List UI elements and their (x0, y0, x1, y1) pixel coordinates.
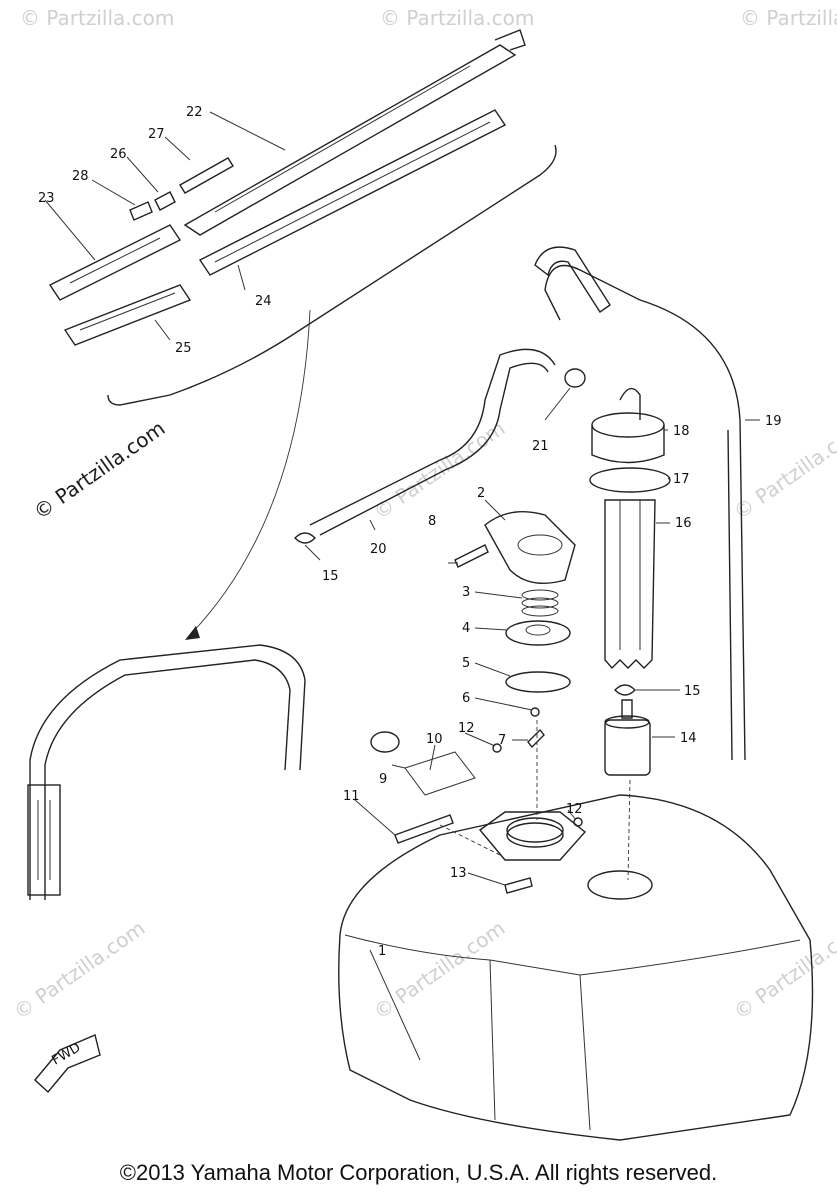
pin-7 (527, 728, 545, 749)
callout-28: 28 (72, 169, 89, 184)
watermark-text: © Partzilla.com (740, 6, 837, 30)
callout-5: 5 (462, 656, 470, 671)
callout-15-b: 15 (322, 569, 339, 584)
hose-20-edge (319, 362, 549, 536)
ring-17 (589, 467, 671, 493)
leader-line (439, 824, 501, 856)
canister-16 (604, 499, 656, 670)
strap-22 (183, 29, 526, 236)
callout-4: 4 (462, 621, 470, 636)
plate-5 (505, 671, 571, 693)
callout-25: 25 (175, 341, 192, 356)
callout-17: 17 (673, 472, 690, 487)
fwd-arrow: FWD (34, 1034, 101, 1094)
callout-6: 6 (462, 691, 470, 706)
callout-2: 2 (477, 486, 485, 501)
strap-23 (48, 224, 182, 301)
callout-3: 3 (462, 585, 470, 600)
filler-cap-9 (370, 731, 400, 753)
bolt-13 (504, 877, 533, 894)
hose-19-edge (727, 429, 733, 761)
screw-12 (492, 743, 502, 753)
strap-24 (198, 109, 507, 276)
fuel-tank-1 (338, 794, 814, 1141)
callout-1: 1 (378, 944, 386, 959)
callout-20: 20 (370, 542, 387, 557)
watermark-text: © Partzilla.com (29, 416, 169, 524)
filter-14 (604, 699, 651, 776)
loop-hose (534, 246, 611, 313)
diaphragm-4 (505, 620, 571, 646)
leader-line (627, 779, 631, 881)
watermark-text: © Partzilla.com (729, 916, 837, 1024)
pad-25 (63, 284, 192, 346)
callout-11: 11 (343, 789, 360, 804)
bolt-8 (454, 544, 489, 568)
callout-19: 19 (765, 414, 782, 429)
hose-20 (309, 348, 556, 526)
arrow-head-icon (185, 626, 200, 640)
cap-18 (591, 387, 665, 464)
bolt-11 (394, 814, 454, 844)
callout-16: 16 (675, 516, 692, 531)
watermark-text: © Partzilla.com (729, 416, 837, 524)
callout-leaders (44, 111, 760, 1061)
clamp-15-left (294, 532, 316, 544)
watermark-text: © Partzilla.com (9, 916, 149, 1024)
watermark-text: © Partzilla.com (380, 6, 534, 30)
callout-23: 23 (38, 191, 55, 206)
ring-6 (530, 707, 540, 717)
watermarks: © Partzilla.com © Partzilla.com © Partzi… (9, 6, 837, 1024)
collar-28 (129, 201, 153, 221)
clamp-21 (564, 368, 586, 388)
gasket-10 (404, 751, 476, 796)
callout-14: 14 (680, 731, 697, 746)
callout-9: 9 (379, 772, 387, 787)
callout-8: 8 (428, 514, 436, 529)
callout-12: 12 (458, 721, 475, 736)
callout-26: 26 (110, 147, 127, 162)
tank-bracket-assembly (27, 644, 306, 900)
inset-frame (107, 144, 557, 406)
spring-3 (521, 589, 559, 617)
watermark-text: © Partzilla.com (369, 916, 509, 1024)
callout-12-b: 12 (566, 802, 583, 817)
inset-arrow (189, 309, 311, 636)
callout-13: 13 (450, 866, 467, 881)
watermark-text: © Partzilla.com (369, 416, 509, 524)
callout-21: 21 (532, 439, 549, 454)
callout-7: 7 (498, 733, 506, 748)
callout-24: 24 (255, 294, 272, 309)
pump-housing-2 (484, 510, 576, 584)
pump-base (478, 811, 587, 861)
callout-27: 27 (148, 127, 165, 142)
callout-15: 15 (684, 684, 701, 699)
hose-19 (544, 264, 746, 761)
callout-labels: 1 2 3 4 5 6 7 8 9 10 11 12 12 13 14 15 1… (38, 105, 782, 959)
watermark-text: © Partzilla.com (20, 6, 174, 30)
callout-18: 18 (673, 424, 690, 439)
clamp-15 (614, 684, 636, 696)
pin-26 (154, 191, 176, 211)
bolt-27 (179, 157, 234, 194)
copyright-notice: ©2013 Yamaha Motor Corporation, U.S.A. A… (119, 1160, 718, 1185)
callout-10: 10 (426, 732, 443, 747)
callout-22: 22 (186, 105, 203, 120)
